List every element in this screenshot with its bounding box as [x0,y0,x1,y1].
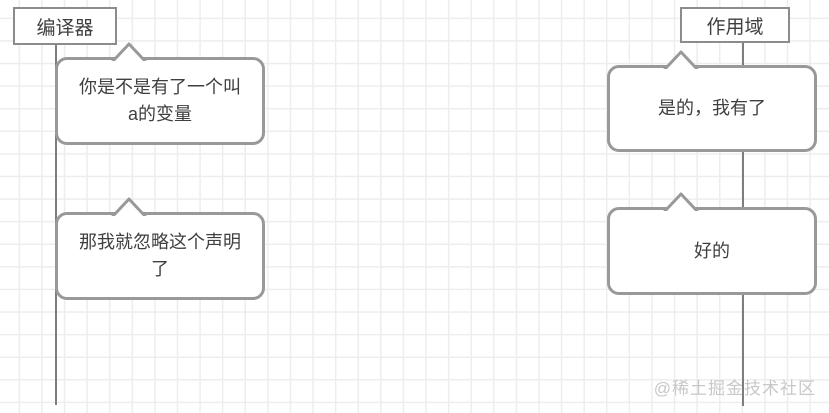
bubble-text: 那我就忽略这个声明了 [79,232,241,279]
speech-bubble-compiler-1: 你是不是有了一个叫a的变量 [55,42,265,145]
watermark: @稀土掘金技术社区 [653,379,816,398]
bubble-text: 是的，我有了 [658,98,766,118]
bubble-tail-icon [663,50,699,69]
bubble-tail-icon [663,192,699,211]
actor-label-compiler: 编译器 [36,17,94,39]
speech-bubble-compiler-2: 那我就忽略这个声明了 [55,197,265,300]
actor-label-scope: 作用域 [706,16,764,38]
speech-bubble-scope-1: 是的，我有了 [607,50,817,152]
actor-box-compiler: 编译器 [13,7,117,45]
bubble-text: 你是不是有了一个叫a的变量 [79,77,241,124]
bubble-text: 好的 [694,240,730,261]
actor-box-scope: 作用域 [680,7,790,43]
bubble-tail-icon [111,42,147,61]
speech-bubble-scope-2: 好的 [607,192,817,295]
bubble-tail-icon [111,197,147,216]
